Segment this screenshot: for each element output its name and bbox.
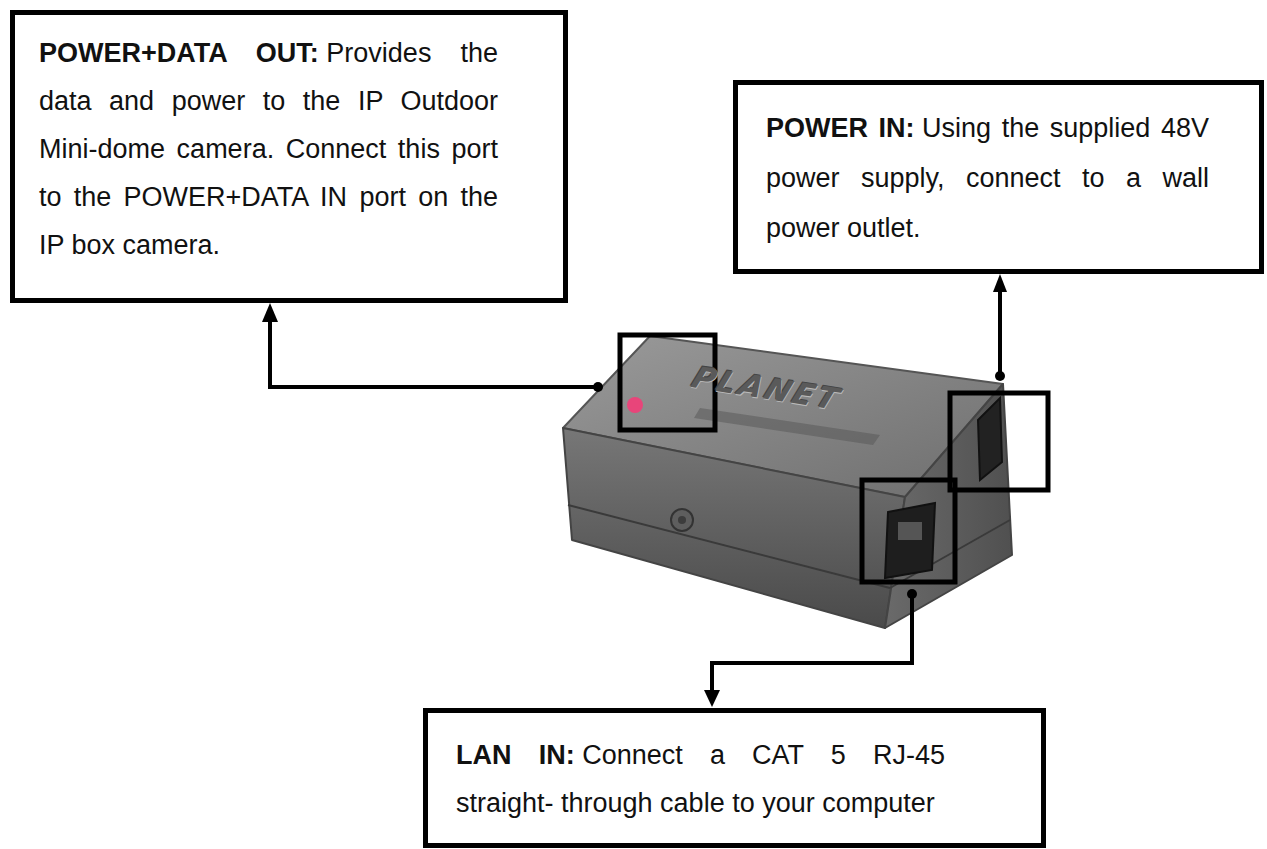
marker-dot (627, 397, 643, 413)
arrow-head (704, 690, 720, 707)
port-name: POWER+DATA OUT: (39, 38, 319, 68)
device-front (563, 428, 905, 628)
screw-hole (678, 516, 686, 524)
highlight-box (862, 480, 955, 582)
rj45-port (885, 503, 935, 578)
leader-dot (995, 371, 1005, 381)
screw-hole (671, 509, 693, 531)
leader-dot (907, 589, 917, 599)
callout-text: POWER IN:Using the supplied 48V power su… (766, 103, 1209, 253)
rj45-port (978, 398, 1002, 480)
callout-box: POWER IN:Using the supplied 48V power su… (733, 80, 1264, 274)
port-description: Provides the data and power to the IP Ou… (39, 38, 498, 260)
callout-box: LAN IN:Connect a CAT 5 RJ-45 straight- t… (423, 708, 1046, 848)
leader-line (712, 594, 912, 692)
device-seam (568, 505, 890, 588)
leader-line (270, 318, 598, 387)
callout-text: LAN IN:Connect a CAT 5 RJ-45 straight- t… (456, 731, 945, 827)
leader-line (998, 288, 1002, 376)
arrow-head (262, 303, 278, 322)
arrow-head (993, 274, 1007, 292)
callout-text: POWER+DATA OUT:Provides the data and pow… (39, 29, 498, 269)
rj45-contacts (898, 522, 922, 540)
leader-dot (593, 382, 603, 392)
logo-strip (694, 408, 880, 445)
callout-box: POWER+DATA OUT:Provides the data and pow… (10, 10, 568, 303)
port-name: POWER IN: (766, 113, 915, 143)
highlight-box (950, 393, 1048, 490)
port-name: LAN IN: (456, 740, 575, 770)
